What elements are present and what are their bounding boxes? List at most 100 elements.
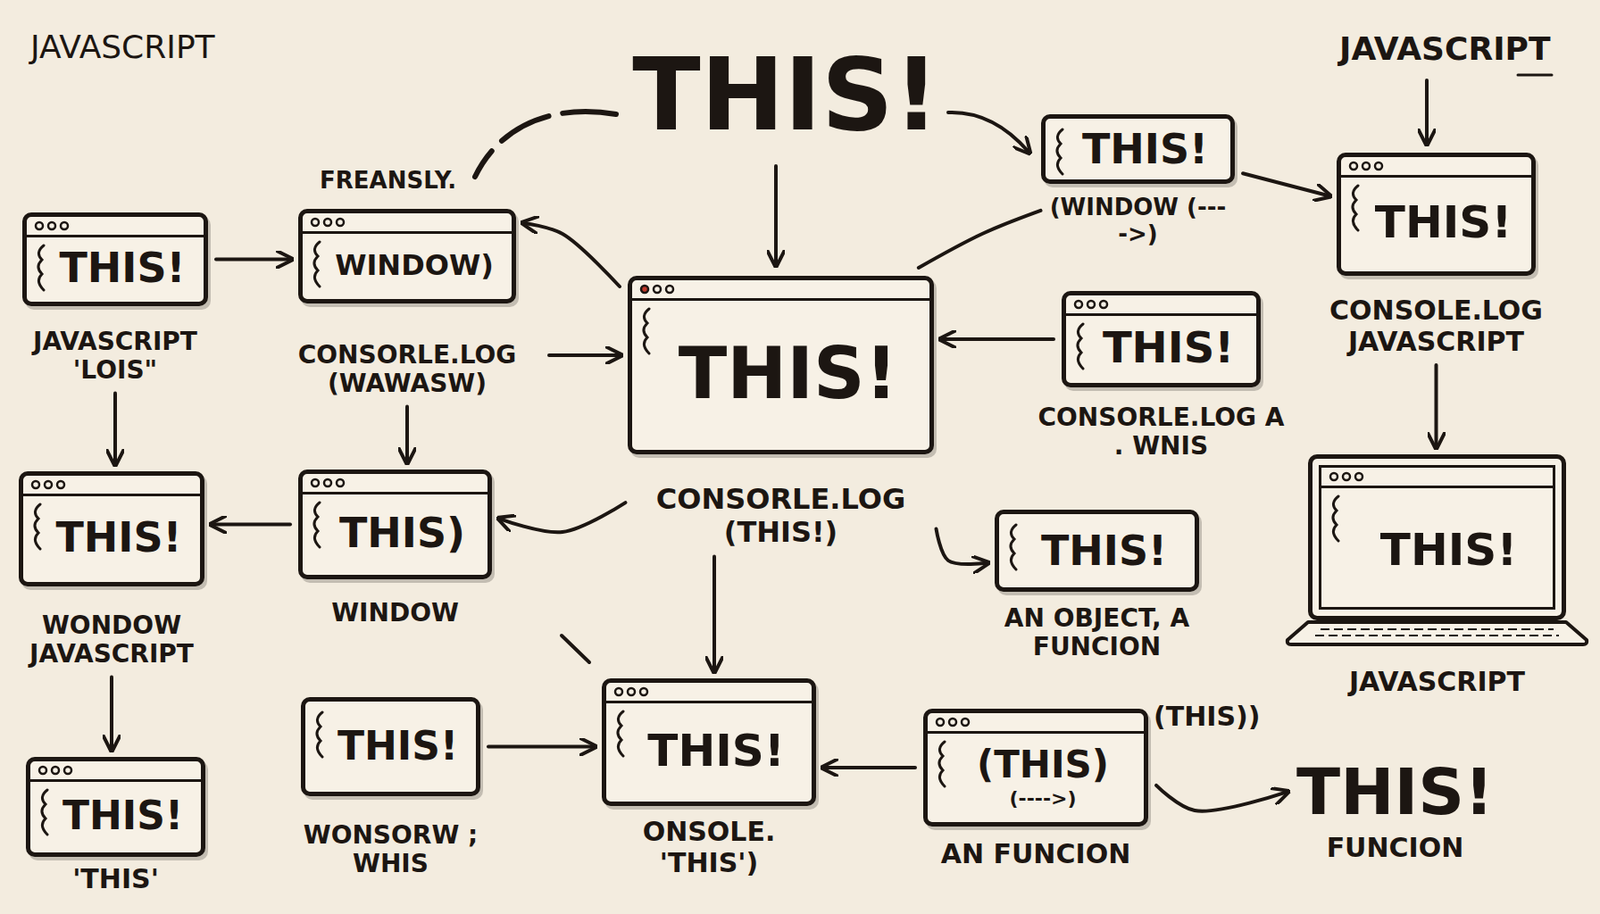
connector-arrow (405, 406, 409, 462)
window-dot (1342, 473, 1350, 481)
window-dot (48, 222, 56, 230)
label-underline (1517, 74, 1552, 77)
window-text: THIS! (337, 724, 459, 770)
window-frame: WINDOW) (298, 208, 517, 304)
squiggle-mark (308, 240, 326, 291)
squiggle-mark (308, 500, 326, 551)
window-frame: THIS! (22, 212, 209, 307)
connector-arrow (109, 676, 114, 750)
window-dot (1355, 473, 1363, 481)
squiggle-mark (310, 710, 329, 761)
window-dot (640, 688, 648, 696)
stray-dash (561, 635, 590, 663)
browser-window: THIS!WONSORW ; WHIS (300, 697, 481, 879)
window-caption: AN FUNCION (941, 839, 1132, 871)
squiggle-line (1352, 185, 1359, 231)
diagram-title: THIS! (632, 44, 940, 145)
squiggle-line (1010, 525, 1017, 570)
squiggle-line (1057, 129, 1063, 175)
window-frame: THIS) (298, 469, 492, 580)
laptop-base (1284, 620, 1590, 648)
window-dot (32, 481, 40, 489)
title-bar (927, 713, 1144, 734)
window-text: THIS! (1380, 525, 1517, 577)
window-dots (1346, 157, 1400, 175)
squiggle-line (1333, 496, 1339, 542)
connector-arrow (524, 223, 620, 287)
squiggle-line (314, 241, 320, 287)
window-dots (308, 474, 362, 492)
text-node: THIS!FUNCION (1294, 755, 1496, 864)
connector-arrow (1156, 785, 1287, 812)
window-dots (933, 713, 987, 732)
squiggle-mark (1050, 127, 1069, 178)
window-caption: JAVASCRIPT (1349, 666, 1525, 699)
window-dot (1100, 300, 1108, 309)
connector-arrow (918, 210, 1042, 268)
squiggle-mark (933, 740, 951, 791)
connector-arrow (212, 523, 291, 527)
browser-window: THIS!WONDOW JAVASCRIPT (18, 471, 205, 669)
connector-arrow (216, 258, 291, 262)
window-dot (324, 479, 332, 487)
title-bar (1066, 295, 1257, 317)
window-dot (324, 218, 332, 226)
squiggle-line (41, 790, 48, 835)
text-holder: THIS! (1294, 755, 1496, 830)
window-frame: THIS! (627, 275, 934, 455)
title-bar (26, 216, 204, 238)
window-frame: THIS! (601, 678, 817, 807)
browser-window: THIS!AN OBJECT, A FUNCION (994, 509, 1200, 662)
window-frame: THIS! (1041, 114, 1235, 184)
window-dots (637, 280, 692, 299)
connector-arrow (824, 766, 916, 770)
window-text: THIS! (1082, 125, 1209, 174)
window-dot (64, 766, 72, 775)
connector-arrow (1434, 365, 1439, 447)
window-text: THIS! (678, 333, 898, 416)
window-dot (1330, 473, 1338, 481)
label-arrow (1425, 80, 1429, 143)
squiggle-mark (1326, 494, 1345, 545)
window-dot (39, 766, 47, 775)
window-caption: (WINDOW (---->) (1049, 194, 1228, 249)
window-text: THIS! (55, 514, 182, 562)
window-dot (336, 479, 344, 487)
window-frame: THIS! (1061, 291, 1261, 388)
squiggle-mark (637, 307, 656, 358)
window-frame: THIS! (25, 757, 206, 858)
window-dot (311, 218, 319, 226)
window-text: THIS) (339, 509, 466, 558)
title-arrow (948, 112, 1029, 152)
window-caption: CONSORLE.LOG (THIS!) (633, 483, 929, 550)
window-dots (35, 761, 90, 780)
window-caption: CONSORLE.LOG (WAWASW) (273, 341, 542, 399)
free-label: JAVASCRIPT (1339, 30, 1551, 67)
window-caption: CONSOLE.LOG JAVASCRIPT (1311, 295, 1562, 358)
squiggle-mark (611, 709, 630, 760)
window-frame: THIS! (1308, 454, 1567, 621)
window-dot (60, 222, 68, 230)
window-dot (1362, 162, 1370, 170)
window-text: THIS! (58, 244, 185, 292)
title-bar (30, 761, 201, 783)
window-dot (961, 718, 969, 726)
connector-arrow (712, 557, 717, 671)
window-dots (32, 216, 86, 235)
window-dot (1087, 300, 1095, 309)
browser-window: THIS!CONSOLE.LOG JAVASCRIPT (1336, 152, 1536, 358)
title-bar (1321, 467, 1553, 489)
browser-window: (THIS)(---->)AN FUNCION (923, 708, 1149, 871)
window-dots (308, 213, 362, 232)
browser-window: WINDOW)CONSORLE.LOG (WAWASW) (298, 208, 517, 399)
squiggle-line (939, 741, 945, 787)
squiggle-line (34, 504, 41, 550)
free-label: (THIS)) (1153, 701, 1260, 734)
window-caption: FUNCION (1326, 833, 1465, 865)
window-caption: ONSOLE. 'THIS') (619, 816, 799, 879)
laptop-body (1287, 622, 1587, 645)
window-frame: THIS! (300, 697, 481, 797)
window-dot (1075, 300, 1083, 309)
window-dot (641, 285, 649, 293)
